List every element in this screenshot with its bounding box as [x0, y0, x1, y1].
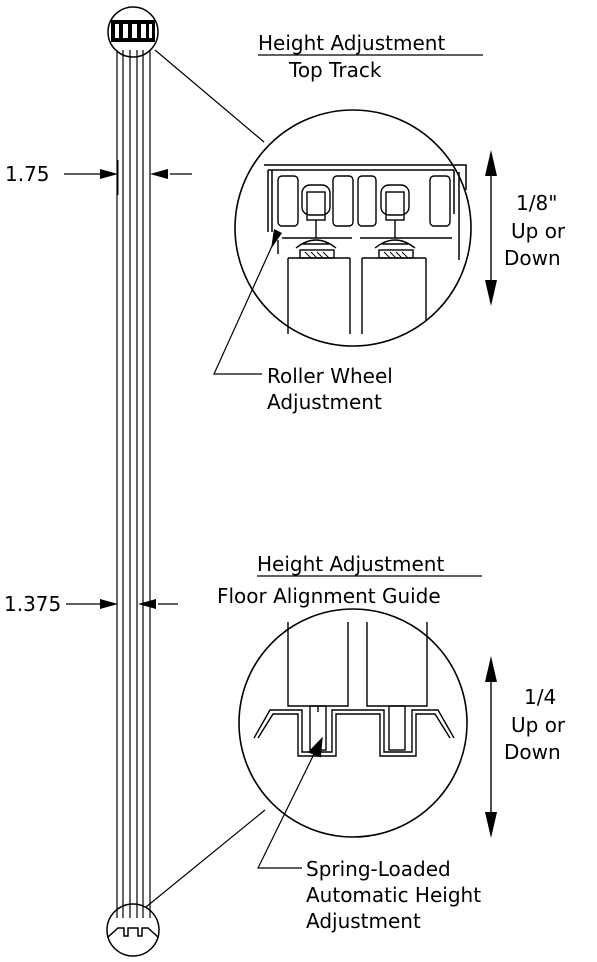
top-adjust-direction-1: Up or	[511, 219, 566, 243]
panel-elevation	[116, 50, 151, 918]
top-detail-circle	[234, 109, 472, 347]
top-detail-heading: Height Adjustment	[258, 31, 445, 55]
top-adjust-arrow	[485, 150, 497, 306]
floor-guide-detail-marker	[106, 903, 160, 957]
right-roller-assembly	[357, 175, 452, 259]
floor-guide-detail: Height Adjustment Floor Alignment Guide …	[217, 552, 566, 933]
floor-detail-subheading: Floor Alignment Guide	[217, 584, 441, 608]
floor-adjust-arrow	[485, 656, 497, 838]
top-adjust-direction-2: Down	[504, 246, 561, 270]
top-track-housing	[264, 164, 467, 260]
top-track-detail-marker	[107, 6, 159, 58]
spring-guide-arrow	[307, 736, 323, 758]
dimension-upper: 1.75	[5, 160, 192, 195]
adjustment-nuts	[304, 251, 409, 259]
floor-adjust-direction-2: Down	[504, 740, 561, 764]
left-roller-assembly	[277, 175, 354, 259]
dimension-upper-label: 1.75	[5, 162, 50, 186]
floor-detail-circle	[238, 608, 468, 838]
top-detail-subheading: Top Track	[288, 58, 382, 82]
roller-wheel-arrow	[271, 229, 282, 249]
dimension-lower-label: 1.375	[4, 592, 61, 616]
roller-wheel-label-1: Roller Wheel	[267, 364, 393, 388]
floor-detail-heading: Height Adjustment	[257, 552, 444, 576]
spring-guide-leader	[257, 751, 316, 869]
roller-wheel-label-2: Adjustment	[267, 390, 382, 414]
top-detail-leader	[154, 49, 265, 143]
roller-wheel-leader	[213, 234, 278, 375]
spring-guide-label-2: Automatic Height	[306, 883, 481, 907]
spring-guide-label-3: Adjustment	[306, 909, 421, 933]
top-track-detail: Height Adjustment Top Track	[213, 31, 566, 414]
top-detail-panels	[277, 240, 427, 334]
floor-detail-panels	[287, 622, 428, 751]
floor-adjust-direction-1: Up or	[511, 713, 566, 737]
bottom-detail-leader	[145, 809, 266, 908]
top-adjust-amount: 1/8"	[516, 191, 557, 215]
floor-guide-channel	[253, 709, 455, 757]
dimension-lower: 1.375	[4, 592, 178, 616]
spring-guide-label-1: Spring-Loaded	[306, 857, 451, 881]
floor-adjust-amount: 1/4	[524, 685, 556, 709]
